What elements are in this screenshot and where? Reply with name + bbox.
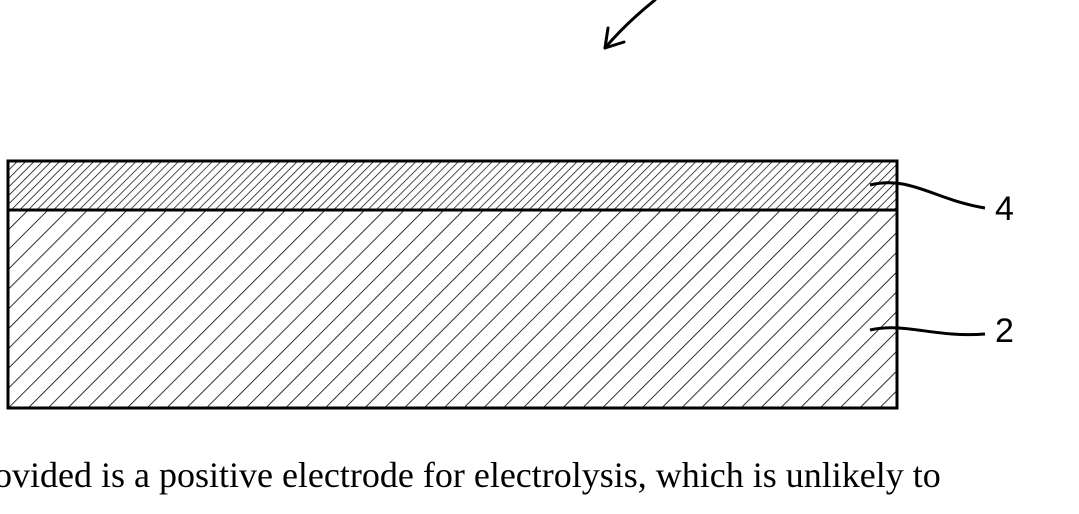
abstract-line-1: rovided is a positive electrode for elec… <box>0 455 941 495</box>
reference-numeral-2: 2 <box>995 312 1014 350</box>
substrate-layer <box>8 210 897 408</box>
abstract-text: rovided is a positive electrode for elec… <box>0 450 1079 500</box>
coating-layer <box>8 161 897 210</box>
pointer-arrow <box>605 0 655 48</box>
reference-numeral-4: 4 <box>995 190 1014 228</box>
